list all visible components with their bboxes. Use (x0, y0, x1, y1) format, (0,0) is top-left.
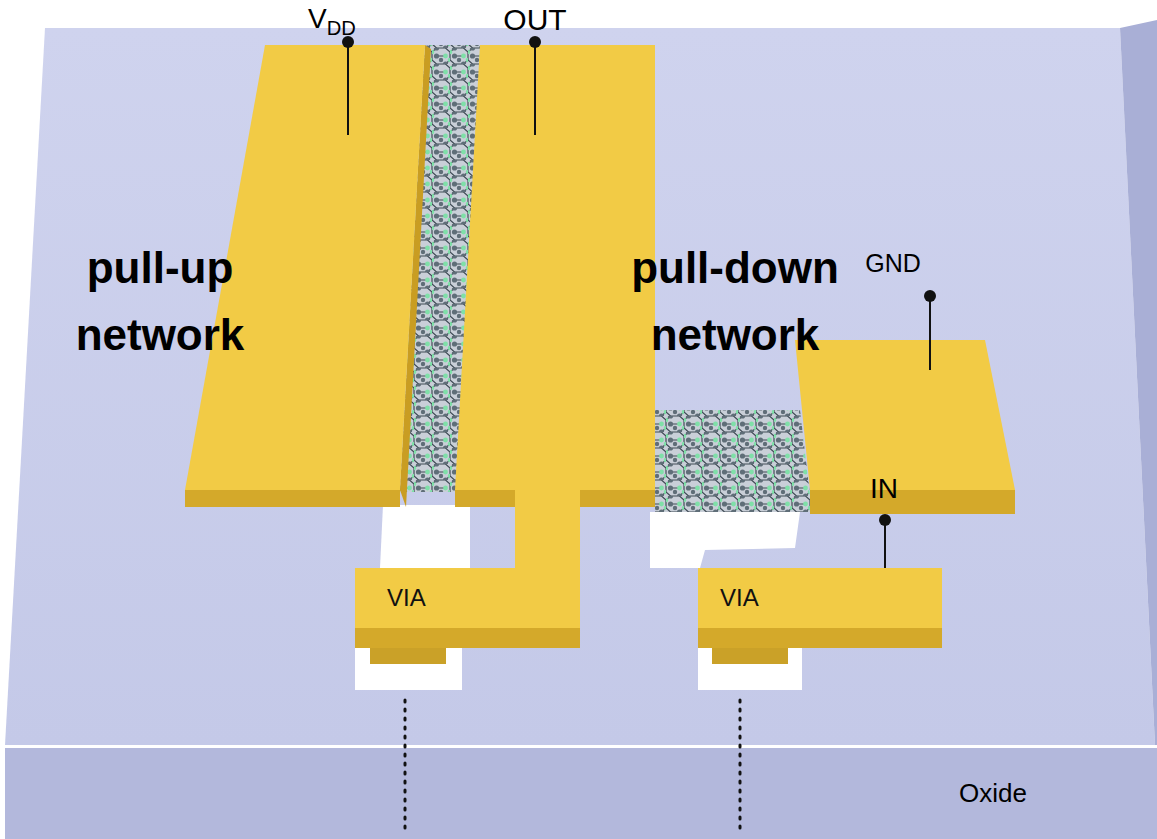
pin-dot (924, 290, 936, 302)
gate-opening (355, 648, 462, 690)
nmos-channel (655, 410, 812, 512)
gnd-electrode (795, 340, 1015, 490)
layer-name: Oxide (893, 778, 1093, 809)
gate-opening (698, 648, 802, 690)
via-plug (712, 648, 788, 664)
via-pad: VIA (698, 568, 942, 628)
gate-opening (380, 505, 470, 568)
pin-name: VDD (232, 2, 432, 40)
via-pad: VIA (355, 568, 580, 628)
pin-lead (929, 296, 931, 370)
vdd-electrode-front (185, 490, 400, 507)
pin-name: OUT (435, 2, 635, 38)
via-plug (370, 648, 446, 664)
network-label: pull-down network (604, 234, 866, 368)
gate-contact (404, 700, 407, 832)
gnd-electrode-front (810, 490, 1015, 514)
oxide-front (5, 748, 1157, 839)
pin-lead (347, 42, 349, 135)
oxide-side (1120, 20, 1157, 745)
out-electrode (455, 45, 655, 570)
gate-opening (650, 512, 800, 568)
pin-dot (879, 514, 891, 526)
pin-lead (534, 42, 536, 135)
oxide-edge (5, 745, 1157, 748)
via-front (698, 628, 942, 648)
via-label: VIA (387, 584, 426, 612)
network-label: pull-up network (29, 234, 291, 368)
oxide-top (5, 28, 1155, 745)
gate-contact (739, 700, 742, 832)
pin-dot (529, 36, 541, 48)
out-electrode-front (455, 490, 515, 507)
pin-name: GND (813, 248, 973, 278)
out-electrode-front (580, 490, 655, 507)
via-label: VIA (720, 584, 759, 612)
via-front (355, 628, 580, 648)
pin-name: IN (824, 472, 944, 506)
